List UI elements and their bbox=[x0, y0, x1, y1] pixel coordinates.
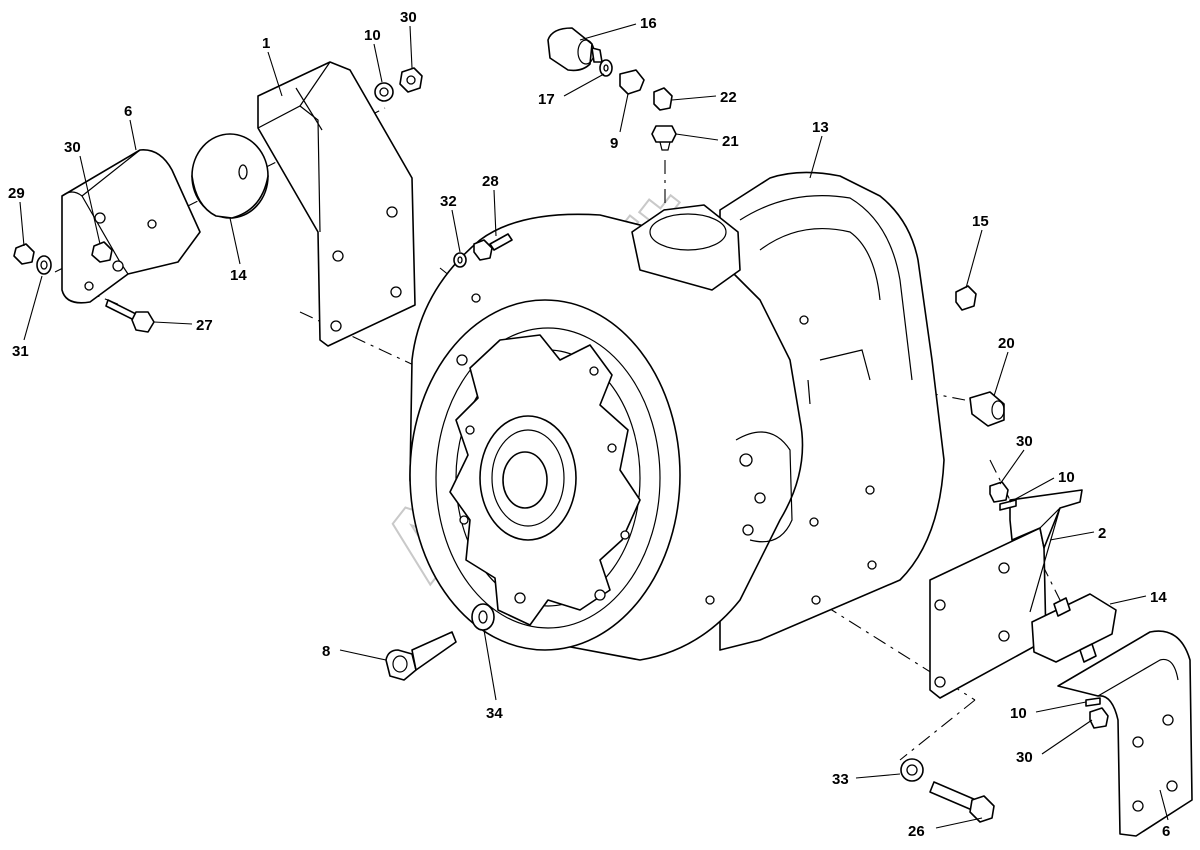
callout-16: 16 bbox=[640, 15, 657, 32]
callout-10: 10 bbox=[1010, 705, 1027, 722]
rubber-mount-14-right bbox=[1031, 593, 1117, 663]
callout-labels: 1 10 30 6 30 29 31 14 27 16 17 9 22 21 1… bbox=[8, 9, 1170, 840]
bracket-1 bbox=[257, 61, 416, 347]
callout-31: 31 bbox=[12, 343, 29, 360]
washer-10-top bbox=[374, 82, 394, 102]
callout-14: 14 bbox=[1150, 589, 1167, 606]
elbow-22 bbox=[653, 87, 673, 111]
callout-26: 26 bbox=[908, 823, 925, 840]
callout-10: 10 bbox=[364, 27, 381, 44]
callout-2: 2 bbox=[1098, 525, 1106, 542]
callout-34: 34 bbox=[486, 705, 503, 722]
nut-30-left bbox=[91, 241, 113, 263]
washer-34 bbox=[471, 603, 495, 631]
nut-29 bbox=[13, 243, 35, 265]
sensor-16 bbox=[547, 27, 603, 72]
callout-20: 20 bbox=[998, 335, 1015, 352]
fitting-9 bbox=[619, 69, 645, 95]
callout-8: 8 bbox=[322, 643, 330, 660]
nut-30-top bbox=[399, 67, 423, 93]
callout-10: 10 bbox=[1058, 469, 1075, 486]
callout-29: 29 bbox=[8, 185, 25, 202]
washer-31 bbox=[36, 255, 52, 275]
callout-30: 30 bbox=[400, 9, 417, 26]
callout-28: 28 bbox=[482, 173, 499, 190]
callout-17: 17 bbox=[538, 91, 555, 108]
transmission-housing bbox=[409, 171, 945, 661]
bolt-27 bbox=[105, 299, 155, 333]
bolt-28 bbox=[473, 233, 513, 261]
callout-33: 33 bbox=[832, 771, 849, 788]
plug-15 bbox=[955, 285, 977, 311]
callout-21: 21 bbox=[722, 133, 739, 150]
washer-32 bbox=[453, 252, 467, 268]
connector-21 bbox=[651, 125, 677, 151]
nut-30-right-lower bbox=[1089, 707, 1109, 729]
callout-6: 6 bbox=[124, 103, 132, 120]
callout-13: 13 bbox=[812, 119, 829, 136]
callout-27: 27 bbox=[196, 317, 213, 334]
bolt-8 bbox=[385, 631, 457, 681]
fitting-20 bbox=[969, 391, 1005, 427]
callout-14: 14 bbox=[230, 267, 247, 284]
callout-15: 15 bbox=[972, 213, 989, 230]
callout-22: 22 bbox=[720, 89, 737, 106]
rubber-mount-14-left bbox=[191, 133, 269, 219]
leader-lines bbox=[19, 23, 1169, 829]
callout-9: 9 bbox=[610, 135, 618, 152]
bracket-2 bbox=[929, 489, 1083, 699]
bolt-26 bbox=[929, 781, 995, 823]
bracket-6-left bbox=[61, 149, 201, 304]
callout-1: 1 bbox=[262, 35, 270, 52]
callout-6: 6 bbox=[1162, 823, 1170, 840]
washer-10-right-lower bbox=[1085, 697, 1101, 707]
bracket-6-right bbox=[1057, 630, 1193, 837]
nut-30-right-upper bbox=[989, 481, 1009, 503]
washer-17 bbox=[599, 59, 613, 77]
callout-32: 32 bbox=[440, 193, 457, 210]
callout-30: 30 bbox=[1016, 433, 1033, 450]
callout-30: 30 bbox=[64, 139, 81, 156]
washer-33 bbox=[900, 758, 924, 782]
callout-30: 30 bbox=[1016, 749, 1033, 766]
